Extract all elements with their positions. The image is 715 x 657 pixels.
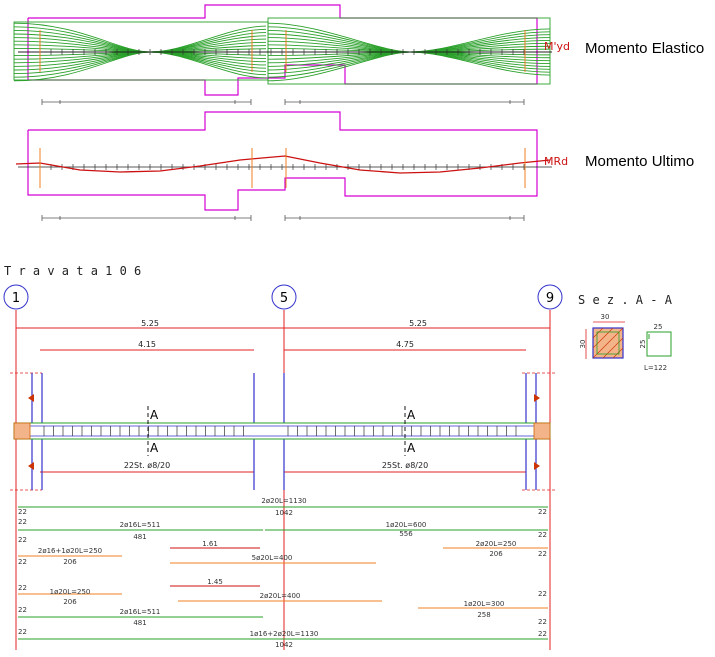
hook-code: 22	[18, 508, 27, 516]
section-mark: A	[407, 441, 416, 455]
section-mark: A	[150, 441, 159, 455]
bar-length: 258	[477, 611, 490, 619]
section-hatch	[13, 422, 31, 440]
stirrup-spec: 22St. ø8/20	[124, 461, 170, 470]
clear-span-length: 4.75	[396, 340, 414, 349]
bar-label: 2ø20L=250	[476, 540, 517, 548]
axis-bubble	[271, 284, 297, 310]
bar-label: 1.45	[207, 578, 223, 586]
elastic-moment-diagram: M'yd Momento Elastico	[13, 4, 704, 105]
beam-title: T r a v a t a 1 0 6	[4, 264, 141, 278]
elastic-curve	[267, 51, 551, 60]
stirrup-width: 25	[654, 323, 663, 331]
beam-envelope-outline	[27, 111, 538, 211]
beam-body	[13, 422, 551, 440]
end-hook-codes: 22 22 22 22 22 22 22 22 22 22 22 22 22	[18, 508, 547, 638]
section-detail: S e z . A - A 30 30 25 25 L=122	[578, 293, 673, 372]
bar-label: 2ø20L=400	[260, 592, 301, 600]
arrow-marker	[28, 394, 34, 402]
clear-span-length: 4.15	[138, 340, 156, 349]
ultimate-moment-curve	[15, 155, 551, 174]
arrow-marker	[28, 462, 34, 470]
hook-code: 22	[538, 630, 547, 638]
rebar-schedule	[18, 506, 548, 640]
section-mark: A	[407, 408, 416, 422]
elastic-curve	[267, 51, 551, 57]
arrow-marker	[534, 462, 540, 470]
stirrup-length: L=122	[644, 364, 667, 372]
bar-label: 1ø20L=600	[386, 521, 427, 529]
hook-code: 22	[18, 518, 27, 526]
stirrup-lines	[43, 426, 517, 436]
section-mark: A	[150, 408, 159, 422]
bar-length: 206	[63, 598, 77, 606]
hook-code: 22	[18, 558, 27, 566]
hook-code: 22	[538, 531, 547, 539]
section-hatch	[533, 422, 551, 440]
bar-length: 206	[489, 550, 503, 558]
elastic-curve	[267, 26, 551, 53]
elastic-envelope	[267, 17, 551, 85]
bar-label: 2ø16L=511	[120, 521, 161, 529]
axis-label: 9	[546, 291, 554, 306]
stirrup-shape	[646, 331, 672, 357]
span-length: 5.25	[409, 319, 427, 328]
bar-label: 1ø20L=250	[50, 588, 91, 596]
axis-bubble	[3, 284, 29, 310]
hook-code: 22	[18, 628, 27, 636]
bar-label: 5ø20L=400	[252, 554, 293, 562]
bar-length: 1042	[275, 641, 293, 649]
hook-code: 22	[18, 584, 27, 592]
hook-code: 22	[18, 606, 27, 614]
axis-grid: 1 5 9	[3, 284, 563, 650]
span-length: 5.25	[141, 319, 159, 328]
stirrup-height: 25	[639, 340, 647, 349]
bar-length: 556	[399, 530, 413, 538]
section-height: 30	[579, 340, 587, 349]
bar-length: 481	[133, 619, 146, 627]
axis-bubble	[537, 284, 563, 310]
bar-label: 2ø20L=1130	[261, 497, 306, 505]
bar-length: 1042	[275, 509, 293, 517]
elastic-curve	[267, 47, 551, 53]
tick-marks	[39, 49, 525, 55]
ultimate-moment-caption: Momento Ultimo	[585, 153, 694, 170]
section-title: S e z . A - A	[578, 293, 673, 307]
elastic-moment-caption: Momento Elastico	[585, 40, 704, 57]
elastic-moment-marker: M'yd	[544, 40, 570, 53]
dimension-line	[41, 215, 525, 221]
arrow-marker	[534, 394, 540, 402]
hook-code: 22	[538, 550, 547, 558]
bar-label: 1.61	[202, 540, 218, 548]
hook-code: 22	[18, 536, 27, 544]
dimension-line	[41, 99, 525, 105]
axis-label: 5	[280, 291, 288, 306]
stirrup-spec: 25St. ø8/20	[382, 461, 428, 470]
span-dimensions	[16, 327, 550, 473]
hook-code: 22	[538, 618, 547, 626]
ultimate-moment-marker: MRd	[544, 155, 568, 168]
bar-label: 1ø16+2ø20L=1130	[250, 630, 319, 638]
ultimate-moment-diagram: MRd Momento Ultimo	[15, 111, 694, 221]
elastic-curve	[267, 44, 551, 53]
bar-length: 206	[63, 558, 77, 566]
bar-length: 481	[133, 533, 146, 541]
hook-code: 22	[538, 508, 547, 516]
axis-label: 1	[12, 291, 20, 306]
section-width: 30	[601, 313, 610, 321]
beam-elevation: A A A A	[10, 372, 556, 491]
bar-label: 2ø16+1ø20L=250	[38, 547, 102, 555]
tick-marks	[39, 164, 525, 170]
rebar-labels: 2ø20L=1130 1042 2ø16L=511 481 1ø20L=600 …	[38, 497, 517, 649]
hook-code: 22	[538, 590, 547, 598]
bar-label: 2ø16L=511	[120, 608, 161, 616]
bar-label: 1ø20L=300	[464, 600, 505, 608]
